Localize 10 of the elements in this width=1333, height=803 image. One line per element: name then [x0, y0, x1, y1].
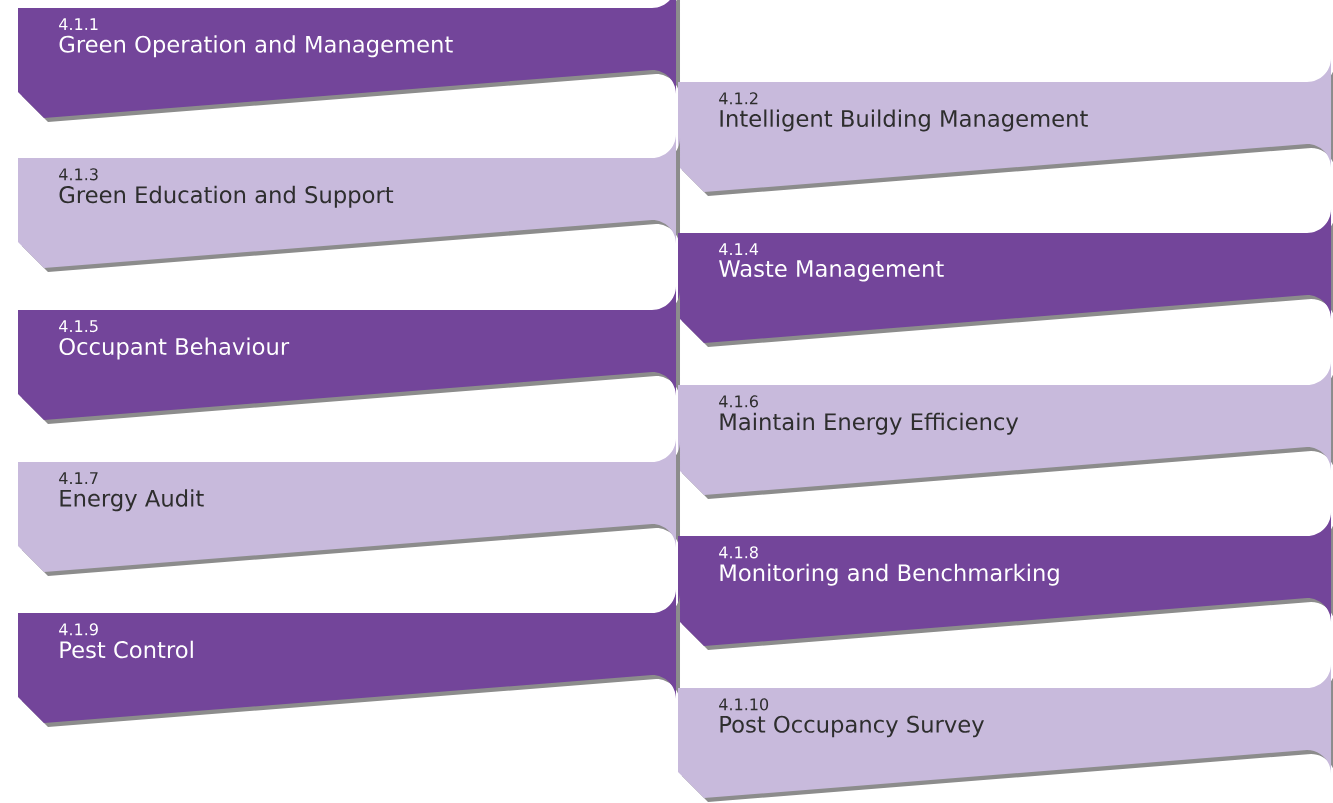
panel-box: 4.1.6 Maintain Energy Efficiency — [678, 361, 1333, 499]
panel-box: 4.1.3 Green Education and Support — [18, 134, 680, 272]
panel-box: 4.1.7 Energy Audit — [18, 438, 680, 576]
panel-box: 4.1.4 Waste Management — [678, 209, 1333, 347]
panel-box: 4.1.9 Pest Control — [18, 589, 680, 727]
panel-box: 4.1.5 Occupant Behaviour — [18, 286, 680, 424]
panel-box: 4.1.8 Monitoring and Benchmarking — [678, 512, 1333, 650]
panel-box: 4.1.10 Post Occupancy Survey — [678, 664, 1333, 802]
panel-box: 4.1.1 Green Operation and Management — [18, 0, 680, 122]
panel-box: 4.1.2 Intelligent Building Management — [678, 58, 1333, 196]
